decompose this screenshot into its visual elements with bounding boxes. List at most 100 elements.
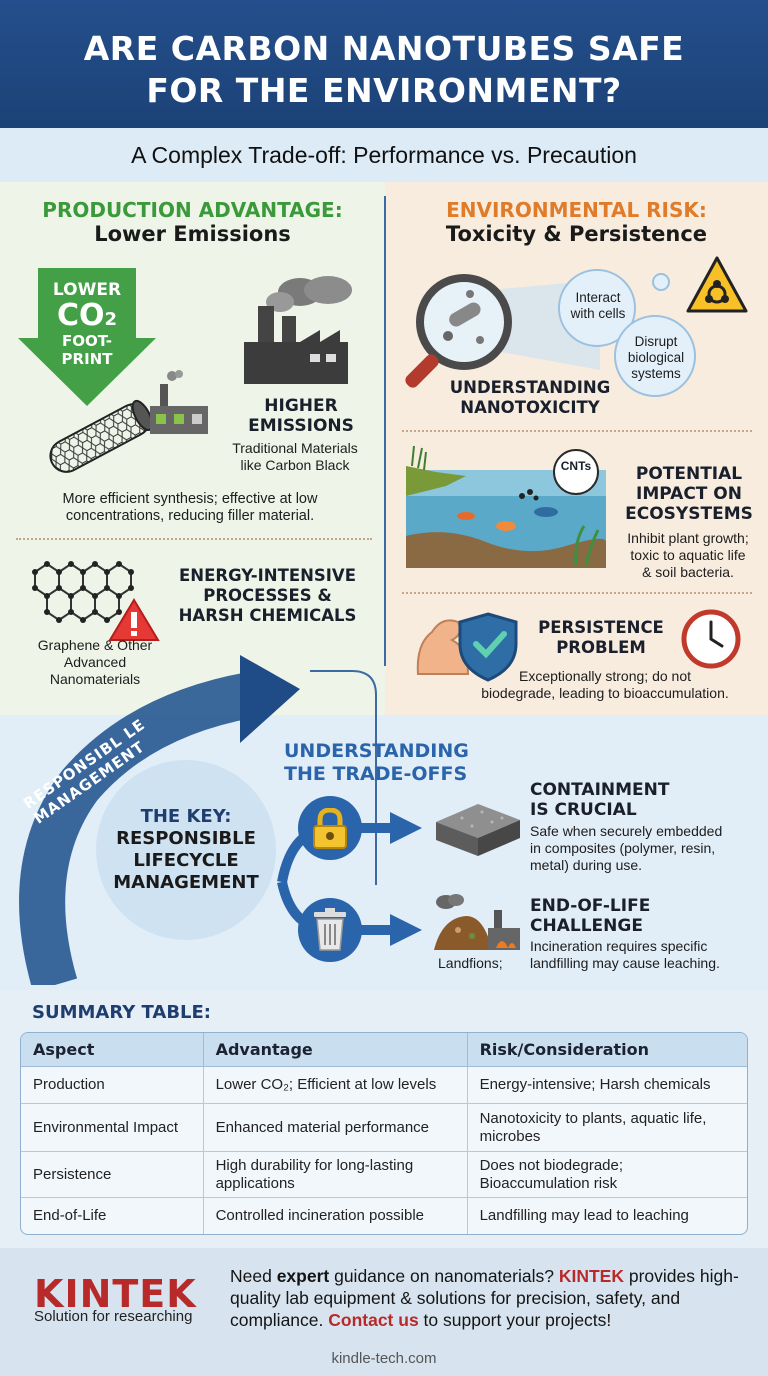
contain-line-1: CONTAINMENT	[530, 780, 670, 800]
muscle-shield-icon	[416, 612, 518, 682]
efficient-line-1: More efficient synthesis; effective at l…	[62, 491, 318, 507]
table-row: Production Lower CO₂; Efficient at low l…	[21, 1067, 747, 1104]
arrow-text-lower: LOWER	[52, 280, 122, 300]
efficient-line-2: concentrations, reducing filler material…	[65, 508, 315, 524]
cnts-label: CNTs	[560, 459, 592, 473]
traditional-line-1: Traditional Materials	[232, 440, 358, 456]
cta-kintek: KINTEK	[558, 1266, 624, 1286]
divider-dotted	[16, 538, 372, 540]
bubble1-line-1: Interact	[575, 290, 621, 305]
cell-risk: Does not biodegrade;Bioaccumulation risk	[467, 1152, 747, 1198]
composite-block-icon	[436, 804, 520, 856]
trade-line-2: THE TRADE-OFFS	[284, 763, 468, 785]
cell-risk-line-2: microbes	[479, 1127, 541, 1145]
table-row: Environmental Impact Enhanced material p…	[21, 1104, 747, 1152]
impact-desc-1: Inhibit plant growth;	[627, 530, 749, 546]
arrow-text-print: PRINT	[61, 350, 113, 368]
contact-us-link[interactable]: Contact us	[328, 1310, 419, 1330]
impact-desc-3: & soil bacteria.	[642, 564, 734, 580]
efficient-synthesis-text: More efficient synthesis; effective at l…	[10, 491, 370, 525]
summary-table: Aspect Advantage Risk/Consideration Prod…	[20, 1032, 748, 1235]
end-of-life-heading: END-OF-LIFE CHALLENGE	[530, 896, 760, 936]
call-to-action-text: Need expert guidance on nanomaterials? K…	[230, 1265, 750, 1331]
aquatic-ecosystem-icon	[406, 446, 606, 568]
padlock-icon	[313, 808, 347, 849]
contain-desc-1: Safe when securely embedded	[530, 823, 723, 839]
impact-line-3: ECOSYSTEMS	[625, 504, 753, 524]
risk-divider-2	[402, 592, 752, 594]
cell-risk-line-1: Does not biodegrade;	[479, 1156, 624, 1174]
nano-line-2: NANOTOXICITY	[460, 398, 600, 417]
nanotube-icon	[49, 399, 154, 473]
key-line-2: RESPONSIBLE	[116, 828, 256, 849]
traditional-materials-text: Traditional Materials like Carbon Black	[215, 440, 375, 474]
key-line-4: MANAGEMENT	[113, 872, 259, 893]
large-factory-icon	[244, 276, 352, 384]
eol-desc-1: Incineration requires specific	[530, 938, 708, 954]
arrow-text-co: CO	[56, 298, 105, 333]
production-title: PRODUCTION ADVANTAGE:	[42, 198, 343, 222]
title-line-2: FOR THE ENVIRONMENT?	[146, 71, 622, 110]
header-banner: ARE CARBON NANOTUBES SAFE FOR THE ENVIRO…	[0, 0, 768, 128]
ecosystem-impact-text: Inhibit plant growth; toxic to aquatic l…	[612, 530, 764, 581]
impact-line-2: IMPACT ON	[636, 484, 742, 504]
key-circle	[96, 760, 276, 940]
bubble2-line-3: systems	[631, 366, 681, 381]
cell-risk: Energy-intensive; Harsh chemicals	[467, 1067, 747, 1104]
key-heading: THE KEY: RESPONSIBLE LIFECYCLE MANAGEMEN…	[96, 806, 276, 894]
trade-line-1: UNDERSTANDING	[284, 740, 469, 762]
cell-risk-line-2: Bioaccumulation risk	[479, 1174, 618, 1192]
graphene-lattice-icon	[32, 561, 160, 641]
bubble2-line-1: Disrupt	[634, 334, 678, 349]
cell-aspect: Environmental Impact	[21, 1104, 204, 1152]
traditional-line-2: like Carbon Black	[240, 457, 350, 473]
bubble-icon	[558, 269, 696, 397]
table-row: Persistence High durability for long-las…	[21, 1152, 747, 1198]
graphene-line-2: Advanced	[63, 654, 127, 670]
persist-desc-2: biodegrade, leading to bioaccumulation.	[481, 685, 729, 701]
impact-line-1: POTENTIAL	[635, 464, 743, 484]
risk-divider-1	[402, 430, 752, 432]
energy-intensive-heading: ENERGY-INTENSIVE PROCESSES & HARSH CHEMI…	[160, 566, 375, 626]
trash-bin-icon	[314, 908, 346, 951]
ecosystem-impact-heading: POTENTIAL IMPACT ON ECOSYSTEMS	[620, 464, 758, 524]
energy-line-1: ENERGY-INTENSIVE	[179, 566, 356, 585]
bubble2-line-2: biological	[627, 350, 685, 365]
cta-expert: expert	[276, 1266, 330, 1286]
contain-desc-3: metal) during use.	[530, 857, 643, 873]
trade-offs-heading: UNDERSTANDING THE TRADE-OFFS	[284, 740, 504, 786]
higher-line-2: EMISSIONS	[248, 416, 354, 436]
containment-heading: CONTAINMENT IS CRUCIAL	[530, 780, 760, 820]
table-header-row: Aspect Advantage Risk/Consideration	[21, 1033, 747, 1067]
header-risk: Risk/Consideration	[467, 1033, 747, 1067]
logo-tagline: Solution for researching	[34, 1308, 193, 1325]
higher-emissions-heading: HIGHER EMISSIONS	[225, 396, 377, 436]
risk-title: ENVIRONMENTAL RISK:	[446, 198, 707, 222]
subtitle-band	[0, 128, 768, 182]
contain-desc-2: in composites (polymer, resin,	[530, 840, 716, 856]
landfill-incinerator-icon	[434, 894, 520, 950]
contain-line-2: IS CRUCIAL	[530, 800, 637, 820]
header-advantage: Advantage	[203, 1033, 468, 1067]
management-curve-arrow-icon	[19, 655, 377, 985]
higher-line-1: HIGHER	[264, 396, 338, 416]
cell-risk: Landfilling may lead to leaching	[468, 1198, 747, 1234]
persist-desc-1: Exceptionally strong; do not	[519, 668, 691, 684]
production-subtitle: Lower Emissions	[94, 222, 291, 246]
graphene-text: Graphene & Other Advanced Nanomaterials	[20, 637, 170, 688]
website-link[interactable]: kindle-tech.com	[331, 1350, 437, 1367]
persistence-text: Exceptionally strong; do not biodegrade,…	[452, 668, 758, 702]
containment-text: Safe when securely embedded in composite…	[530, 823, 762, 874]
graphene-line-1: Graphene & Other	[37, 637, 153, 653]
impact-desc-2: toxic to aquatic life	[630, 547, 746, 563]
end-of-life-text: Incineration requires specific landfilli…	[530, 938, 762, 972]
cell-risk-line-1: Energy-intensive; Harsh chemicals	[479, 1076, 711, 1093]
cell-advantage: Enhanced material performance	[203, 1104, 468, 1152]
clock-icon	[681, 609, 741, 669]
key-line-3: LIFECYCLE	[133, 850, 239, 871]
cell-risk-line-1: Nanotoxicity to plants, aquatic life,	[479, 1109, 707, 1127]
title-line-1: ARE CARBON NANOTUBES SAFE	[83, 29, 685, 68]
nano-line-1: UNDERSTANDING	[449, 378, 611, 397]
cell-advantage: Lower CO₂; Efficient at low levels	[203, 1067, 468, 1104]
eol-desc-2: landfilling may cause leaching.	[530, 955, 720, 971]
